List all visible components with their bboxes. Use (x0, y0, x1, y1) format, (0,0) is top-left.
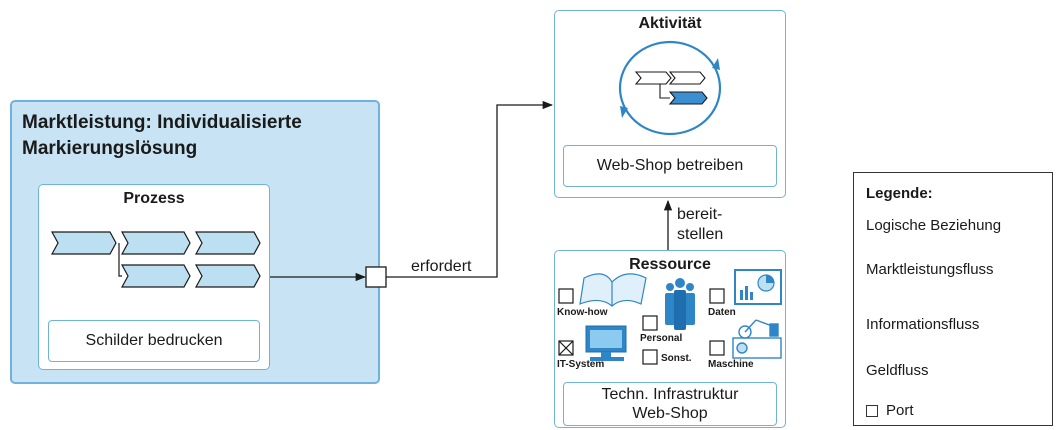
activity-title: Aktivität (638, 15, 702, 32)
personal-label: Personal (640, 333, 683, 344)
provides-label-line2: stellen (677, 226, 724, 243)
people-icon (665, 278, 695, 330)
resource-caption: Techn. Infrastruktur Web-Shop (563, 382, 777, 426)
legend-money-flow-label: Geldfluss (866, 362, 929, 379)
process-step-chevron (194, 231, 261, 255)
marktleistung-title: Marktleistung: Individualisierte Markier… (22, 110, 372, 162)
chart-icon (734, 269, 782, 305)
process-step-chevron (120, 264, 191, 288)
robot-machine-icon (732, 319, 782, 359)
marktleistung-title-line1: Marktleistung: Individualisierte (22, 112, 302, 133)
provides-label-line1: bereit- (677, 206, 723, 223)
legend-port-label: Port (886, 402, 914, 419)
requires-label: erfordert (411, 258, 472, 275)
marktleistung-title-line2: Markierungslösung (22, 138, 198, 159)
legend-market-flow-label: Marktleistungsfluss (866, 261, 994, 278)
knowhow-checkbox (558, 288, 574, 304)
computer-icon (585, 325, 627, 361)
legend-info-flow-label: Informationsfluss (866, 316, 980, 333)
legend-box (853, 172, 1053, 426)
activity-cycle-icon (618, 40, 722, 136)
legend-logical-label: Logische Beziehung (866, 217, 1002, 234)
process-flow-icon (50, 231, 261, 288)
process-step-chevron (50, 231, 117, 255)
resource-caption-line1: Techn. Infrastruktur (601, 386, 739, 403)
process-step-chevron (120, 231, 191, 255)
maschine-label: Maschine (708, 359, 754, 370)
daten-label: Daten (708, 307, 736, 318)
daten-checkbox (709, 288, 725, 304)
activity-caption: Web-Shop betreiben (563, 145, 777, 187)
book-icon (579, 273, 647, 307)
process-title: Prozess (123, 190, 185, 207)
port-square (365, 266, 387, 288)
process-caption: Schilder bedrucken (48, 320, 260, 362)
resource-title: Ressource (629, 256, 711, 273)
personal-checkbox (642, 315, 658, 331)
provides-label: bereit- stellen (677, 205, 723, 245)
legend-port-square (866, 405, 878, 417)
maschine-checkbox (709, 340, 725, 356)
sonst-label: Sonst. (661, 353, 692, 364)
process-step-chevron (194, 264, 261, 288)
knowhow-label: Know-how (557, 307, 608, 318)
resource-caption-line2: Web-Shop (632, 405, 708, 422)
itsystem-label: IT-System (557, 359, 605, 370)
sonst-checkbox (642, 349, 658, 365)
legend-title: Legende: (866, 185, 933, 202)
